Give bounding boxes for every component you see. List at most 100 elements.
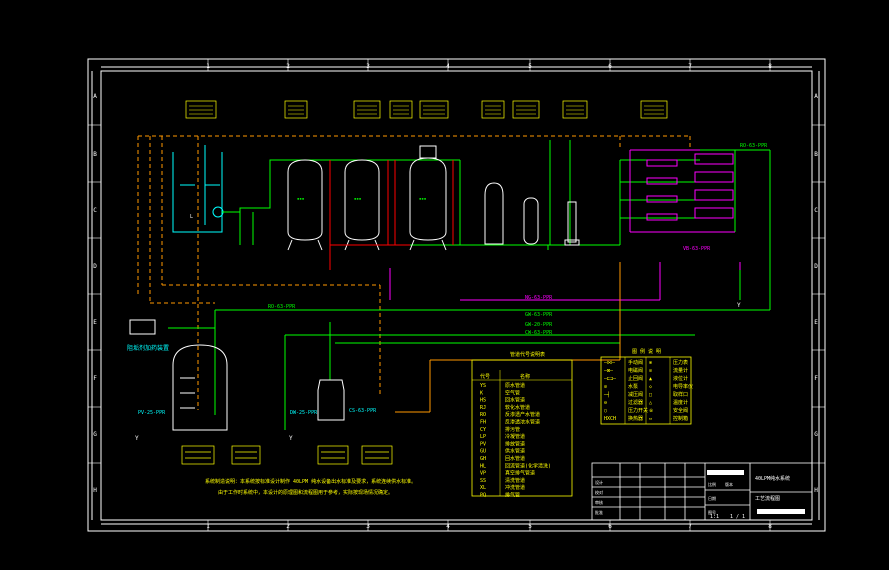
title-block xyxy=(591,462,813,521)
legend2-symbol: HXCH xyxy=(604,416,616,422)
legend2-symbol: ⊗ xyxy=(649,360,652,366)
pipe-label-ro: RO-63-PPR xyxy=(268,304,296,310)
legend1-name: 冷凝管道 xyxy=(505,433,525,440)
sand-filter-vessel xyxy=(287,159,323,251)
legend2-name: 压力表 xyxy=(673,359,688,366)
softener-vessel xyxy=(409,145,447,251)
pipe-label-ng: NG-63-PPR xyxy=(525,295,553,301)
col-label-top: 2 xyxy=(286,63,290,70)
legend2-symbol: ※ xyxy=(649,408,653,414)
col-label-top: 1 xyxy=(206,63,210,70)
note-line-1: 系统制造说明：本系统按标准设计制作 40LPM 纯水设备出水标准及要求，系统连续… xyxy=(205,478,416,485)
legend1-name: 空气管 xyxy=(505,389,520,396)
legend1-name: 反渗透产水管道 xyxy=(505,411,540,418)
legend2-symbol: □ xyxy=(649,392,652,398)
legend1-code: CY xyxy=(480,427,486,433)
dosing-label: 阻垢剂加药装置 xyxy=(127,344,169,352)
legend1-code: K xyxy=(480,390,483,396)
legend2-symbol: —⊏⊐— xyxy=(604,376,617,382)
col-label-bottom: 7 xyxy=(688,523,692,530)
col-label-bottom: 6 xyxy=(608,523,612,530)
legend2-name: 安全阀 xyxy=(673,407,688,414)
row-label-left: H xyxy=(93,487,97,494)
legend2-name: 取样口 xyxy=(673,391,688,398)
col-label-top: 7 xyxy=(688,63,692,70)
col-label-top: 6 xyxy=(608,63,612,70)
legend1-name: 原水管道 xyxy=(505,382,525,389)
row-label-right: C xyxy=(814,207,818,214)
legend2-name: 电磁阀 xyxy=(628,367,643,374)
legend2-name: 过滤器 xyxy=(628,399,643,406)
legend1-header-name: 名称 xyxy=(520,373,530,380)
pipe-label-cw: CW-63-PPR xyxy=(525,330,553,336)
pure-water-tank xyxy=(172,344,228,431)
title-block-project-bar xyxy=(707,470,744,475)
col-label-top: 3 xyxy=(366,63,370,70)
pipe-label-pv: PV-25-PPR xyxy=(138,410,166,416)
legend1-code: RJ xyxy=(480,405,486,411)
legend1-title: 管道代号说明表 xyxy=(510,351,545,358)
col-label-top: 5 xyxy=(528,63,532,70)
legend1-code: RO xyxy=(480,412,486,418)
legend2-name: 止回阀 xyxy=(628,375,643,382)
row-label-left: G xyxy=(93,431,97,438)
legend2-symbol: △ xyxy=(649,400,652,406)
ro-concentrate-pipes xyxy=(329,160,454,270)
col-label-bottom: 2 xyxy=(286,523,290,530)
title-block-drawing: 工艺流程图 xyxy=(755,495,780,502)
col-label-bottom: 5 xyxy=(528,523,532,530)
grid-labels: 1 2 3 4 5 6 7 8 1 2 3 4 5 6 7 8 A B C D … xyxy=(93,63,818,530)
row-label-right: F xyxy=(814,375,818,382)
pipe-label-gw2: GW-20-PPR xyxy=(525,322,553,328)
svg-text:▪▪▪: ▪▪▪ xyxy=(297,196,304,201)
legend1-code: GU xyxy=(480,449,486,455)
row-label-right: G xyxy=(814,431,818,438)
legend2-name: 手动阀 xyxy=(628,359,643,366)
legend2-symbol: —⋈— xyxy=(604,360,616,366)
legend1-name: 回水管道 xyxy=(505,397,525,404)
legend2-name: 控制箱 xyxy=(673,415,688,422)
legend1-name: 冲洗管道 xyxy=(505,484,525,491)
col-label-bottom: 3 xyxy=(366,523,370,530)
legend1-name: 清洗管道 xyxy=(505,477,525,484)
row-label-left: C xyxy=(93,207,97,214)
col-label-top: 4 xyxy=(446,63,450,70)
legend1-code: PV xyxy=(480,441,486,447)
row-label-left: A xyxy=(93,93,97,100)
legend1-code: VP xyxy=(480,471,486,477)
row-label-left: E xyxy=(93,319,97,326)
equipment-tag-boxes xyxy=(185,100,668,119)
legend1-code: GH xyxy=(480,456,486,462)
lower-tag-boxes xyxy=(181,445,393,465)
title-block-scale: 1:1 xyxy=(710,514,719,520)
legend1-code: SS xyxy=(480,478,486,484)
row-label-left: B xyxy=(93,151,97,158)
vessel-tags: ▪▪▪▪▪▪▪▪▪ xyxy=(297,196,426,201)
security-filter xyxy=(523,197,539,245)
pipe-labels: RO-63-PPR NG-63-PPR GW-63-PPR GW-20-PPR … xyxy=(138,143,768,416)
row-label-right: A xyxy=(814,93,818,100)
cleaning-tank xyxy=(317,379,345,421)
col-label-bottom: 1 xyxy=(206,523,210,530)
tank-level-mark: L xyxy=(190,214,193,220)
legend2-symbol: ⊖ xyxy=(604,400,607,406)
row-label-left: D xyxy=(93,263,97,270)
carbon-filter-vessel xyxy=(344,159,380,251)
title-block-project: 40LPM纯水系统 xyxy=(755,475,790,482)
signal-lines xyxy=(137,135,691,410)
svg-text:设计: 设计 xyxy=(595,479,603,485)
pipe-label-ro-right: RO-63-PPR xyxy=(740,143,768,149)
legend1-name: 供水管道 xyxy=(505,448,525,455)
title-block-drawing-bar xyxy=(757,509,805,514)
legend1-name: 反渗透浓水管道 xyxy=(505,419,540,426)
legend1-code: YS xyxy=(480,383,486,389)
col-label-top: 8 xyxy=(768,63,772,70)
svg-text:▪▪▪: ▪▪▪ xyxy=(354,196,361,201)
feed-pipes xyxy=(168,140,771,430)
legend2-symbol: ⊘ xyxy=(604,384,607,390)
legend1-name: 排放管道 xyxy=(505,440,525,447)
note-line-2: 由于工作时系统中，本设计的原理图和流程图用于参考，实际按现场情况确定。 xyxy=(218,489,393,496)
drawing-frame xyxy=(87,58,826,532)
col-label-bottom: 4 xyxy=(446,523,450,530)
pipe-label-vb: VB-63-PPR xyxy=(683,246,711,252)
